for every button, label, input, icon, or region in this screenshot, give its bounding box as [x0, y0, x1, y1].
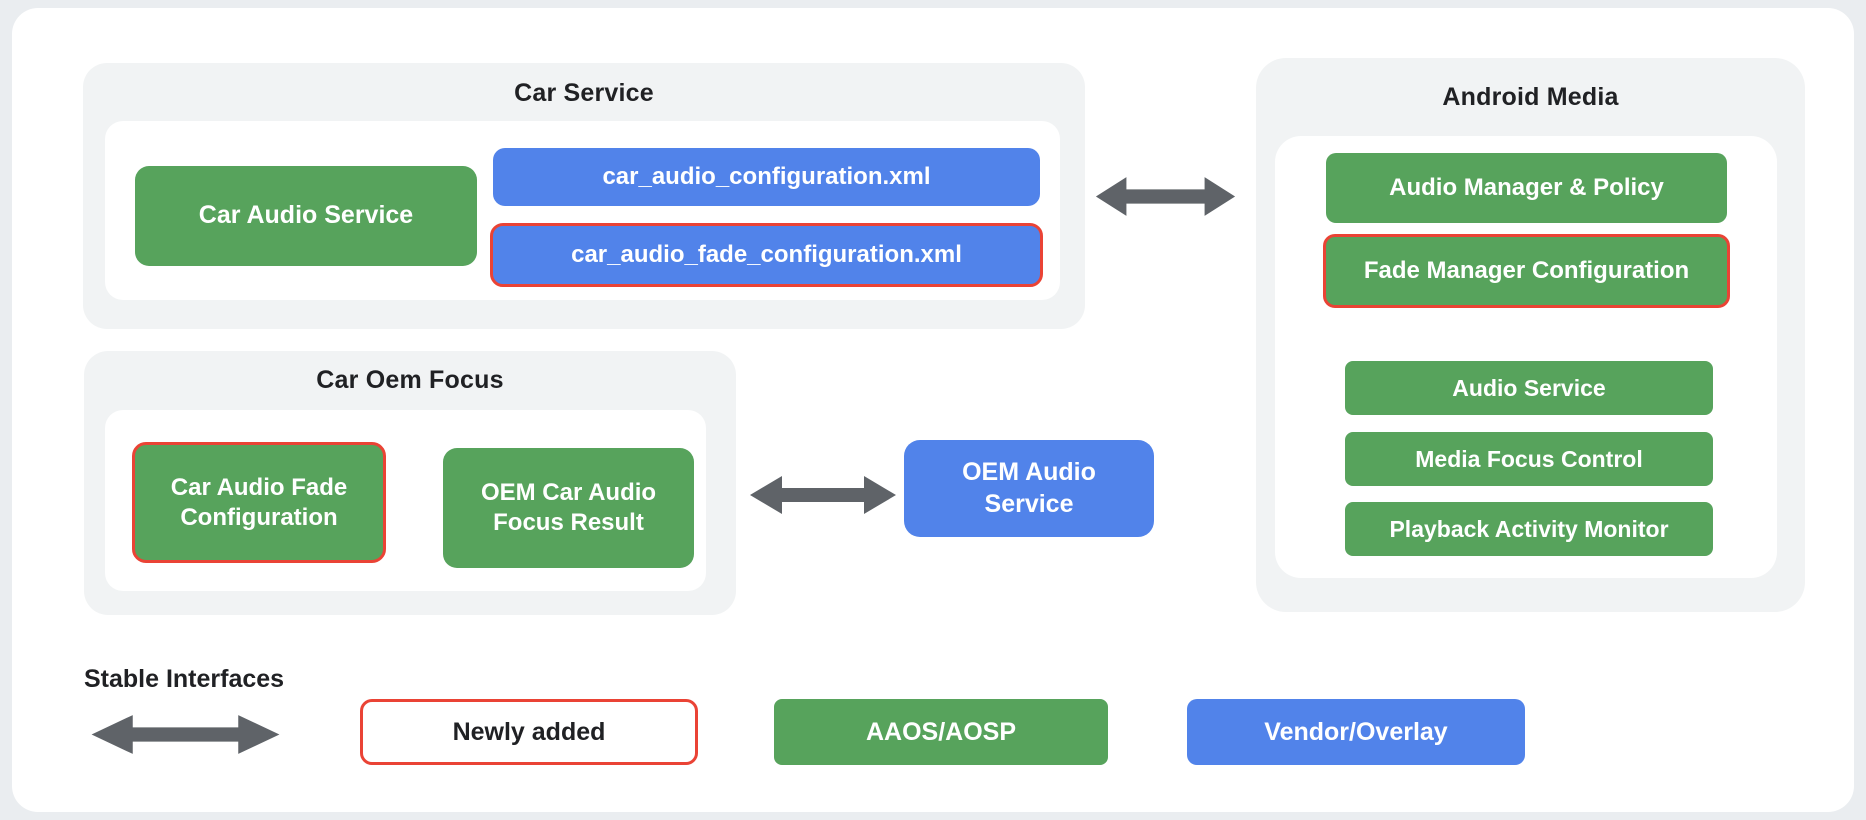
node-playback-activity-monitor: Playback Activity Monitor — [1345, 502, 1713, 556]
panel-android-media: Audio Manager & Policy Fade Manager Conf… — [1275, 136, 1777, 578]
node-media-focus-control: Media Focus Control — [1345, 432, 1713, 486]
panel-car-service: Car Audio Service car_audio_configuratio… — [105, 121, 1060, 300]
group-title-android-media: Android Media — [1442, 83, 1619, 111]
double-arrow-icon — [1094, 174, 1237, 219]
node-car-audio-configuration-xml: car_audio_configuration.xml — [493, 148, 1040, 206]
legend-stable-interfaces-label: Stable Interfaces — [84, 665, 285, 693]
node-oem-car-audio-focus-result: OEM Car Audio Focus Result — [443, 448, 694, 568]
legend-aaos-aosp: AAOS/AOSP — [774, 699, 1108, 765]
group-car-service: Car Service Car Audio Service car_audio_… — [83, 63, 1085, 329]
legend-vendor-overlay: Vendor/Overlay — [1187, 699, 1525, 765]
diagram-canvas: Car Service Car Audio Service car_audio_… — [12, 8, 1854, 812]
node-audio-service: Audio Service — [1345, 361, 1713, 415]
node-car-audio-fade-configuration-xml: car_audio_fade_configuration.xml — [490, 223, 1043, 287]
node-car-audio-service: Car Audio Service — [135, 166, 477, 266]
node-audio-manager-policy: Audio Manager & Policy — [1326, 153, 1727, 223]
group-title-car-oem-focus: Car Oem Focus — [316, 366, 504, 394]
node-oem-audio-service: OEM Audio Service — [904, 440, 1154, 537]
group-car-oem-focus: Car Oem Focus Car Audio Fade Configurati… — [84, 351, 736, 615]
legend-newly-added: Newly added — [360, 699, 698, 765]
node-car-audio-fade-configuration: Car Audio Fade Configuration — [132, 442, 386, 563]
double-arrow-icon — [89, 712, 282, 757]
group-title-car-service: Car Service — [514, 79, 654, 107]
panel-car-oem-focus: Car Audio Fade Configuration OEM Car Aud… — [105, 410, 706, 591]
double-arrow-icon — [748, 473, 898, 517]
node-fade-manager-configuration: Fade Manager Configuration — [1323, 234, 1730, 308]
group-android-media: Android Media Audio Manager & Policy Fad… — [1256, 58, 1805, 612]
